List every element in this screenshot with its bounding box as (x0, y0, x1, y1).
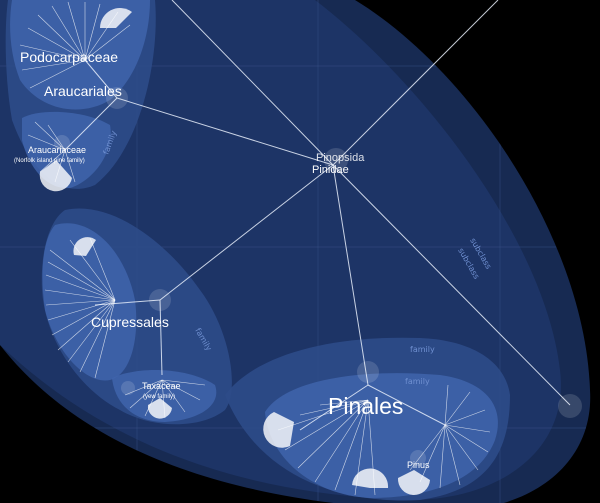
thumbnail-pinaceae-a[interactable] (263, 412, 294, 448)
label-cupressales[interactable]: Cupressales (91, 314, 169, 330)
node-araucariaceae[interactable] (54, 135, 70, 151)
label-pinidae[interactable]: Pinidae (312, 164, 349, 176)
thumbnail-podocarpus[interactable] (100, 8, 132, 29)
node-cupressales[interactable] (149, 289, 171, 311)
podocarpaceae-leaves (19, 1, 131, 89)
node-pinopsida[interactable] (324, 148, 348, 172)
label-pinus[interactable]: Pinus (407, 460, 430, 470)
taxon-labels: Podocarpaceae Araucariales Araucariaceae… (14, 49, 430, 470)
thumbnail-cupressus[interactable] (73, 237, 96, 256)
species-thumbnails (39, 8, 430, 496)
label-pinopsida[interactable]: Pinopsida (316, 152, 365, 164)
label-pinales[interactable]: Pinales (328, 393, 403, 419)
label-podocarpaceae[interactable]: Podocarpaceae (20, 49, 118, 65)
label-taxaceae[interactable]: Taxaceae (142, 381, 181, 391)
order-region-pinales[interactable] (225, 337, 510, 501)
rank-label-family-3: family (410, 345, 435, 354)
node-markers (54, 87, 582, 466)
araucariaceae-leaves (27, 121, 76, 183)
leaf-fans (19, 1, 491, 496)
label-taxaceae-common: (yew family) (143, 394, 175, 400)
label-araucariaceae[interactable]: Araucariaceae (28, 145, 86, 155)
node-pinus[interactable] (410, 450, 426, 466)
branch-lines (64, 0, 571, 431)
node-araucariales[interactable] (106, 87, 128, 109)
node-taxaceae[interactable] (121, 381, 135, 395)
node-gnetidae[interactable] (558, 394, 582, 418)
node-pinales[interactable] (357, 361, 379, 383)
thumbnail-pinus[interactable] (397, 470, 430, 496)
label-araucariaceae-common: (Norfolk island pine family) (14, 158, 85, 164)
thumbnail-pinaceae-b[interactable] (352, 468, 389, 488)
thumbnail-araucaria[interactable] (39, 160, 72, 192)
pinus-leaves (409, 384, 491, 489)
thumbnail-taxus[interactable] (147, 398, 172, 419)
rank-label-family-4: family (405, 377, 430, 386)
family-region-taxaceae[interactable] (112, 369, 217, 422)
label-araucariales[interactable]: Araucariales (44, 83, 122, 99)
family-region-pinaceae[interactable] (265, 373, 498, 498)
